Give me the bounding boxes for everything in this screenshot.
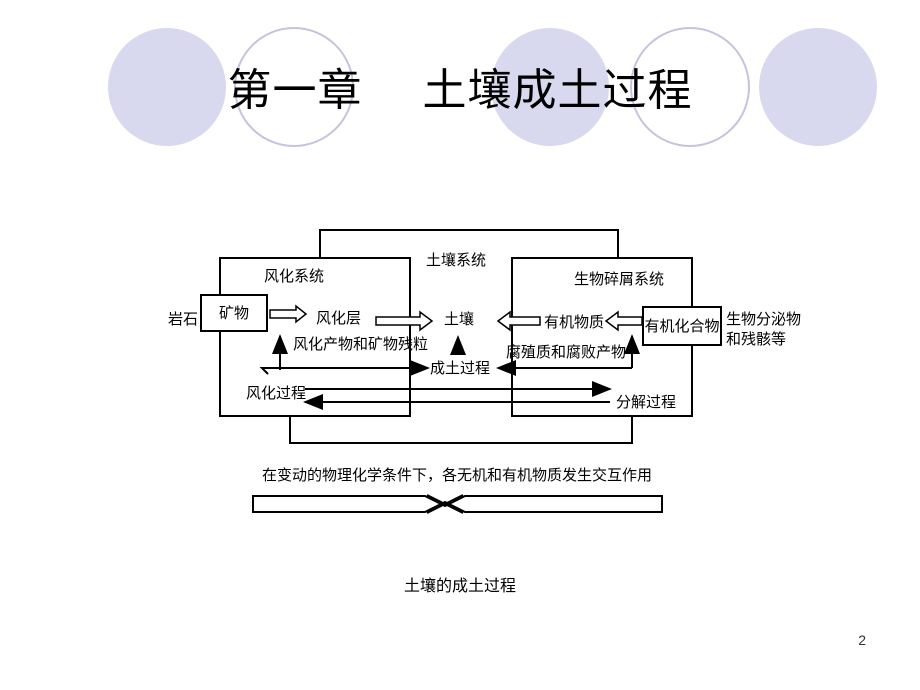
title-chapter: 第一章 xyxy=(227,65,363,116)
figure-caption: 土壤的成土过程 xyxy=(403,576,516,595)
mineral-box: 矿物 xyxy=(200,294,268,332)
deco-circle xyxy=(234,27,354,147)
arrow-layer-to-soil xyxy=(375,310,434,332)
weathering-products-line xyxy=(259,367,410,375)
slide-title: 第一章 土壤成土过程 xyxy=(0,54,920,118)
deco-circle xyxy=(491,28,609,146)
organic-compound-label: 有机化合物 xyxy=(644,317,720,335)
deco-circle xyxy=(630,27,750,147)
decomposition-process-label: 分解过程 xyxy=(616,393,677,411)
arrow-compound-to-organic xyxy=(604,310,643,332)
interaction-label: 在变动的物理化学条件下，各无机和有机物质发生交互作用 xyxy=(262,466,653,484)
weathering-layer-label: 风化层 xyxy=(316,309,362,327)
organic-matter-label: 有机物质 xyxy=(544,313,605,331)
deco-circle xyxy=(759,28,877,146)
soil-forming-process-label: 成土过程 xyxy=(430,359,491,377)
soil-system-top-border xyxy=(319,229,619,258)
humus-products-label: 腐殖质和腐败产物 xyxy=(506,343,627,361)
soil-system-label: 土壤系统 xyxy=(426,251,487,269)
weathering-process-label: 风化过程 xyxy=(246,384,307,402)
bio-debris-system-label: 生物碎屑系统 xyxy=(574,270,665,288)
bio-secretions-line2: 和残骸等 xyxy=(726,330,787,348)
bio-secretions-line1: 生物分泌物 xyxy=(726,310,802,328)
page-number: 2 xyxy=(858,632,866,648)
arrow-mineral-to-layer xyxy=(269,304,308,324)
weathering-system-label: 风化系统 xyxy=(264,267,325,285)
mineral-label: 矿物 xyxy=(218,304,249,322)
weathering-products-label: 风化产物和矿物残粒 xyxy=(293,335,429,353)
rock-label: 岩石 xyxy=(168,310,199,328)
weathering-system-box xyxy=(219,257,411,417)
arrow-organic-to-soil xyxy=(496,310,541,332)
interaction-arrow-band xyxy=(252,494,663,514)
organic-compound-box: 有机化合物 xyxy=(642,306,722,346)
deco-circle xyxy=(108,28,226,146)
decorative-circles xyxy=(108,27,877,147)
soil-label: 土壤 xyxy=(444,310,475,328)
title-topic: 土壤成土过程 xyxy=(422,65,693,116)
soil-system-bottom-border xyxy=(289,417,633,444)
